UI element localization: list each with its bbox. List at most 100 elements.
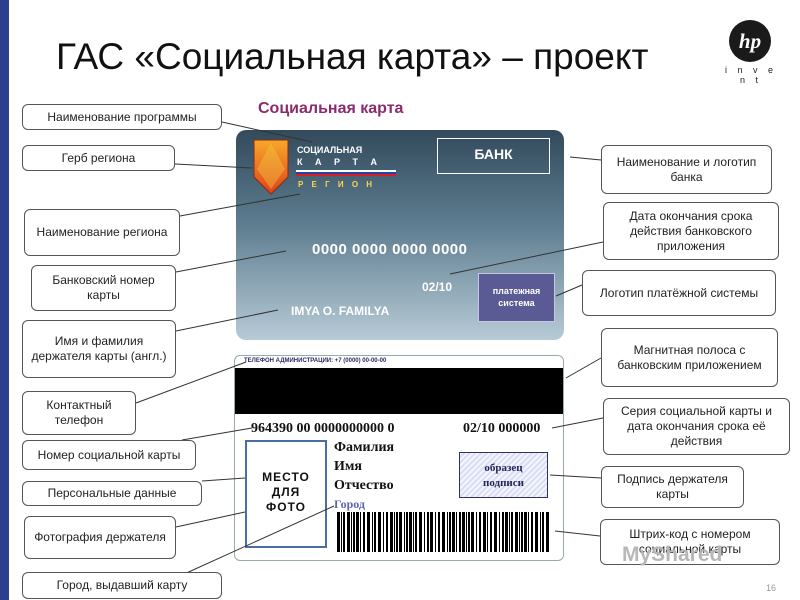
barcode-bar bbox=[490, 512, 492, 552]
callout-cardholder-name: Имя и фамилия держателя карты (англ.) bbox=[22, 320, 176, 378]
barcode-bar bbox=[399, 512, 402, 552]
barcode-bar bbox=[396, 512, 398, 552]
social-card-number: 964390 00 0000000000 0 bbox=[251, 421, 395, 436]
flag-stripe-red bbox=[296, 174, 396, 176]
barcode bbox=[337, 512, 549, 552]
barcode-bar bbox=[452, 512, 455, 552]
barcode-bar bbox=[360, 512, 361, 552]
flag-stripe-white bbox=[296, 170, 396, 172]
barcode-bar bbox=[415, 512, 417, 552]
bank-card-number: 0000 0000 0000 0000 bbox=[312, 241, 468, 258]
barcode-bar bbox=[356, 512, 359, 552]
barcode-bar bbox=[447, 512, 448, 552]
photo-line2: ДЛЯ bbox=[271, 485, 301, 499]
region-name: Р Е Г И О Н bbox=[298, 180, 376, 189]
barcode-bar bbox=[476, 512, 477, 552]
first-name: Имя bbox=[334, 459, 362, 474]
left-accent-bar bbox=[0, 0, 9, 600]
callout-magnetic-stripe: Магнитная полоса с банковским приложение… bbox=[601, 328, 778, 387]
barcode-bar bbox=[347, 512, 350, 552]
photo-placeholder: МЕСТО ДЛЯ ФОТО bbox=[245, 440, 327, 548]
photo-line1: МЕСТО bbox=[262, 470, 310, 484]
barcode-bar bbox=[353, 512, 355, 552]
social-card-expiry: 02/10 000000 bbox=[463, 421, 541, 436]
callout-issuing-city: Город, выдавший карту bbox=[22, 572, 222, 599]
barcode-bar bbox=[394, 512, 395, 552]
program-name-line1: СОЦИАЛЬНАЯ bbox=[297, 145, 363, 155]
patronymic: Отчество bbox=[334, 478, 394, 493]
barcode-bar bbox=[468, 512, 470, 552]
signature-box: образец подписи bbox=[459, 452, 548, 498]
barcode-bar bbox=[442, 512, 445, 552]
barcode-bar bbox=[528, 512, 529, 552]
barcode-bar bbox=[386, 512, 388, 552]
barcode-bar bbox=[419, 512, 422, 552]
barcode-bar bbox=[424, 512, 425, 552]
barcode-bar bbox=[546, 512, 549, 552]
barcode-bar bbox=[494, 512, 497, 552]
page-number: 16 bbox=[766, 583, 777, 593]
slide-title: ГАС «Социальная карта» – проект bbox=[56, 36, 649, 77]
hp-logo: hp i n v e n t bbox=[723, 20, 779, 85]
flag-stripe-blue bbox=[296, 172, 396, 174]
barcode-bar bbox=[409, 512, 412, 552]
admin-phone: ТЕЛЕФОН АДМИНИСТРАЦИИ: +7 (0000) 00-00-0… bbox=[244, 358, 387, 364]
barcode-bar bbox=[459, 512, 461, 552]
barcode-bar bbox=[374, 512, 376, 552]
barcode-bar bbox=[406, 512, 408, 552]
barcode-bar bbox=[521, 512, 523, 552]
signature-line1: образец bbox=[484, 462, 523, 474]
callout-bank-card-number: Банковский номер карты bbox=[31, 265, 176, 311]
city: Город bbox=[334, 497, 365, 511]
barcode-bar bbox=[531, 512, 533, 552]
photo-line3: ФОТО bbox=[266, 500, 306, 514]
barcode-bar bbox=[487, 512, 488, 552]
barcode-bar bbox=[372, 512, 373, 552]
payment-system-logo: платежная система bbox=[478, 273, 555, 322]
barcode-bar bbox=[483, 512, 486, 552]
cardholder-name: IMYA O. FAMILYA bbox=[291, 304, 390, 318]
callout-bank-logo: Наименование и логотип банка bbox=[601, 145, 772, 194]
barcode-bar bbox=[383, 512, 384, 552]
callout-personal-data: Персональные данные bbox=[22, 481, 202, 506]
bank-logo: БАНК bbox=[437, 138, 550, 174]
callout-social-card-series: Серия социальной карты и дата окончания … bbox=[603, 398, 790, 455]
flag-stripes bbox=[296, 170, 396, 177]
barcode-bar bbox=[430, 512, 433, 552]
barcode-bar bbox=[337, 512, 340, 552]
barcode-bar bbox=[535, 512, 538, 552]
callout-region-name: Наименование региона bbox=[24, 209, 180, 256]
callout-social-card-number: Номер социальной карты bbox=[22, 440, 196, 470]
payment-system-line1: платежная bbox=[492, 286, 541, 296]
signature-line2: подписи bbox=[483, 477, 524, 489]
barcode-bar bbox=[413, 512, 414, 552]
barcode-bar bbox=[519, 512, 520, 552]
program-name-line2: К А Р Т А bbox=[297, 157, 382, 167]
callout-holder-signature: Подпись держателя карты bbox=[601, 466, 744, 508]
callout-region-crest: Герб региона bbox=[22, 145, 175, 171]
barcode-bar bbox=[509, 512, 510, 552]
barcode-bar bbox=[438, 512, 440, 552]
bank-expiry-date: 02/10 bbox=[422, 280, 453, 294]
hp-logo-mark: hp bbox=[729, 20, 771, 62]
callout-program-name: Наименование программы bbox=[22, 104, 222, 130]
barcode-bar bbox=[515, 512, 518, 552]
barcode-bar bbox=[363, 512, 365, 552]
callout-barcode: Штрих-код с номером социальной карты bbox=[600, 519, 780, 565]
barcode-bar bbox=[404, 512, 405, 552]
barcode-bar bbox=[390, 512, 393, 552]
surname: Фамилия bbox=[334, 440, 395, 455]
barcode-bar bbox=[427, 512, 429, 552]
barcode-bar bbox=[435, 512, 436, 552]
barcode-bar bbox=[524, 512, 527, 552]
barcode-bar bbox=[499, 512, 500, 552]
barcode-bar bbox=[505, 512, 508, 552]
barcode-bar bbox=[367, 512, 370, 552]
barcode-bar bbox=[542, 512, 544, 552]
magnetic-stripe bbox=[235, 368, 563, 414]
region-crest-icon bbox=[253, 139, 289, 195]
hp-logo-tagline: i n v e n t bbox=[724, 65, 777, 85]
callout-contact-phone: Контактный телефон bbox=[22, 391, 136, 435]
barcode-bar bbox=[462, 512, 465, 552]
